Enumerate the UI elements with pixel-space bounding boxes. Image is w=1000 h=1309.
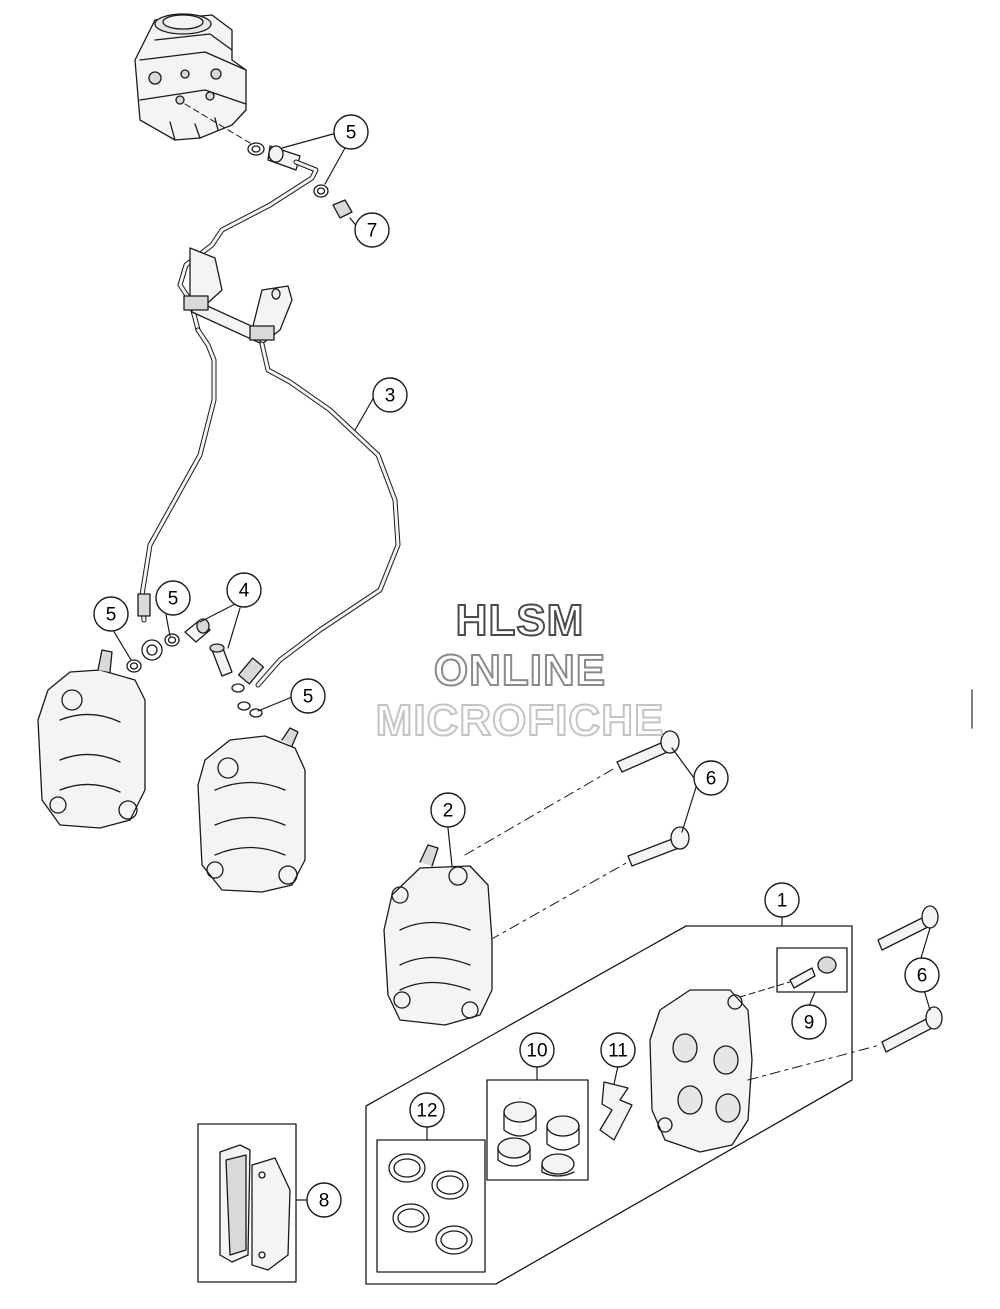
callout-1: 1 [764,882,800,918]
callout-9: 9 [791,1004,827,1040]
callout-circle [306,1182,342,1218]
callout-circle [764,882,800,918]
callout-circle [93,596,129,632]
left-lower-brake-line [137,327,217,623]
callout-circle [791,1004,827,1040]
callout-number: 8 [319,1191,330,1212]
caliper-pins-upper [616,730,690,867]
banjo-bolt-lower [209,643,263,718]
piston-kit-box [486,1079,589,1181]
callout-group: 5 7 3 4 5 5 5 6 2 1 6 9 10 11 12 8 [93,114,940,1218]
callout-circle [155,580,191,616]
callout-circle [600,1032,636,1068]
watermark-line-1: HLSM [455,595,585,646]
callout-circle [430,792,466,828]
callout-circle [904,957,940,993]
callout-12: 12 [409,1092,445,1128]
callout-circle [409,1092,445,1128]
callout-number: 6 [917,966,928,987]
callout-11: 11 [600,1032,636,1068]
callout-5: 5 [155,580,191,616]
callout-number: 11 [608,1041,628,1062]
callout-circle [333,114,369,150]
callout-3: 3 [372,377,408,413]
callout-number: 7 [367,221,378,242]
callout-number: 1 [777,891,788,912]
callout-number: 5 [168,589,179,610]
brake-pad-box [197,1123,297,1283]
callout-4: 4 [226,572,262,608]
callout-number: 2 [443,801,454,822]
callout-number: 12 [416,1101,437,1122]
callout-number: 9 [804,1013,815,1034]
top-banjo-fitting [247,142,353,219]
callout-6: 6 [904,957,940,993]
callout-circle [290,678,326,714]
watermark-line-2: ONLINE [433,645,607,696]
callout-number: 6 [706,769,717,790]
callout-5: 5 [93,596,129,632]
callout-circle [519,1032,555,1068]
callout-circle [226,572,262,608]
callout-5: 5 [290,678,326,714]
left-caliper-reference-a [37,649,146,829]
seal-kit-box [376,1139,486,1273]
callout-number: 5 [346,123,357,144]
callout-number: 5 [303,687,314,708]
callout-7: 7 [354,212,390,248]
callout-number: 5 [106,605,117,626]
callout-2: 2 [430,792,466,828]
left-caliper-reference-b [197,727,306,893]
left-banjo-washers [126,618,211,673]
callout-6: 6 [693,760,729,796]
kit-outline [365,925,853,1285]
callout-circle [693,760,729,796]
pad-spring [599,1081,633,1141]
callout-number: 3 [385,386,396,407]
bleeder-kit-box [776,947,848,993]
right-lower-brake-line [237,341,401,688]
callout-number: 4 [239,581,250,602]
callout-5: 5 [333,114,369,150]
abs-unit [134,13,247,141]
callout-circle [354,212,390,248]
brake-caliper-2 [383,844,493,1026]
callout-8: 8 [306,1182,342,1218]
watermark-line-3: MICROFICHE [375,695,665,746]
callout-10: 10 [519,1032,555,1068]
line-bracket [183,247,293,345]
callout-circle [372,377,408,413]
callout-number: 10 [526,1041,547,1062]
brake-caliper-kit [649,989,753,1153]
